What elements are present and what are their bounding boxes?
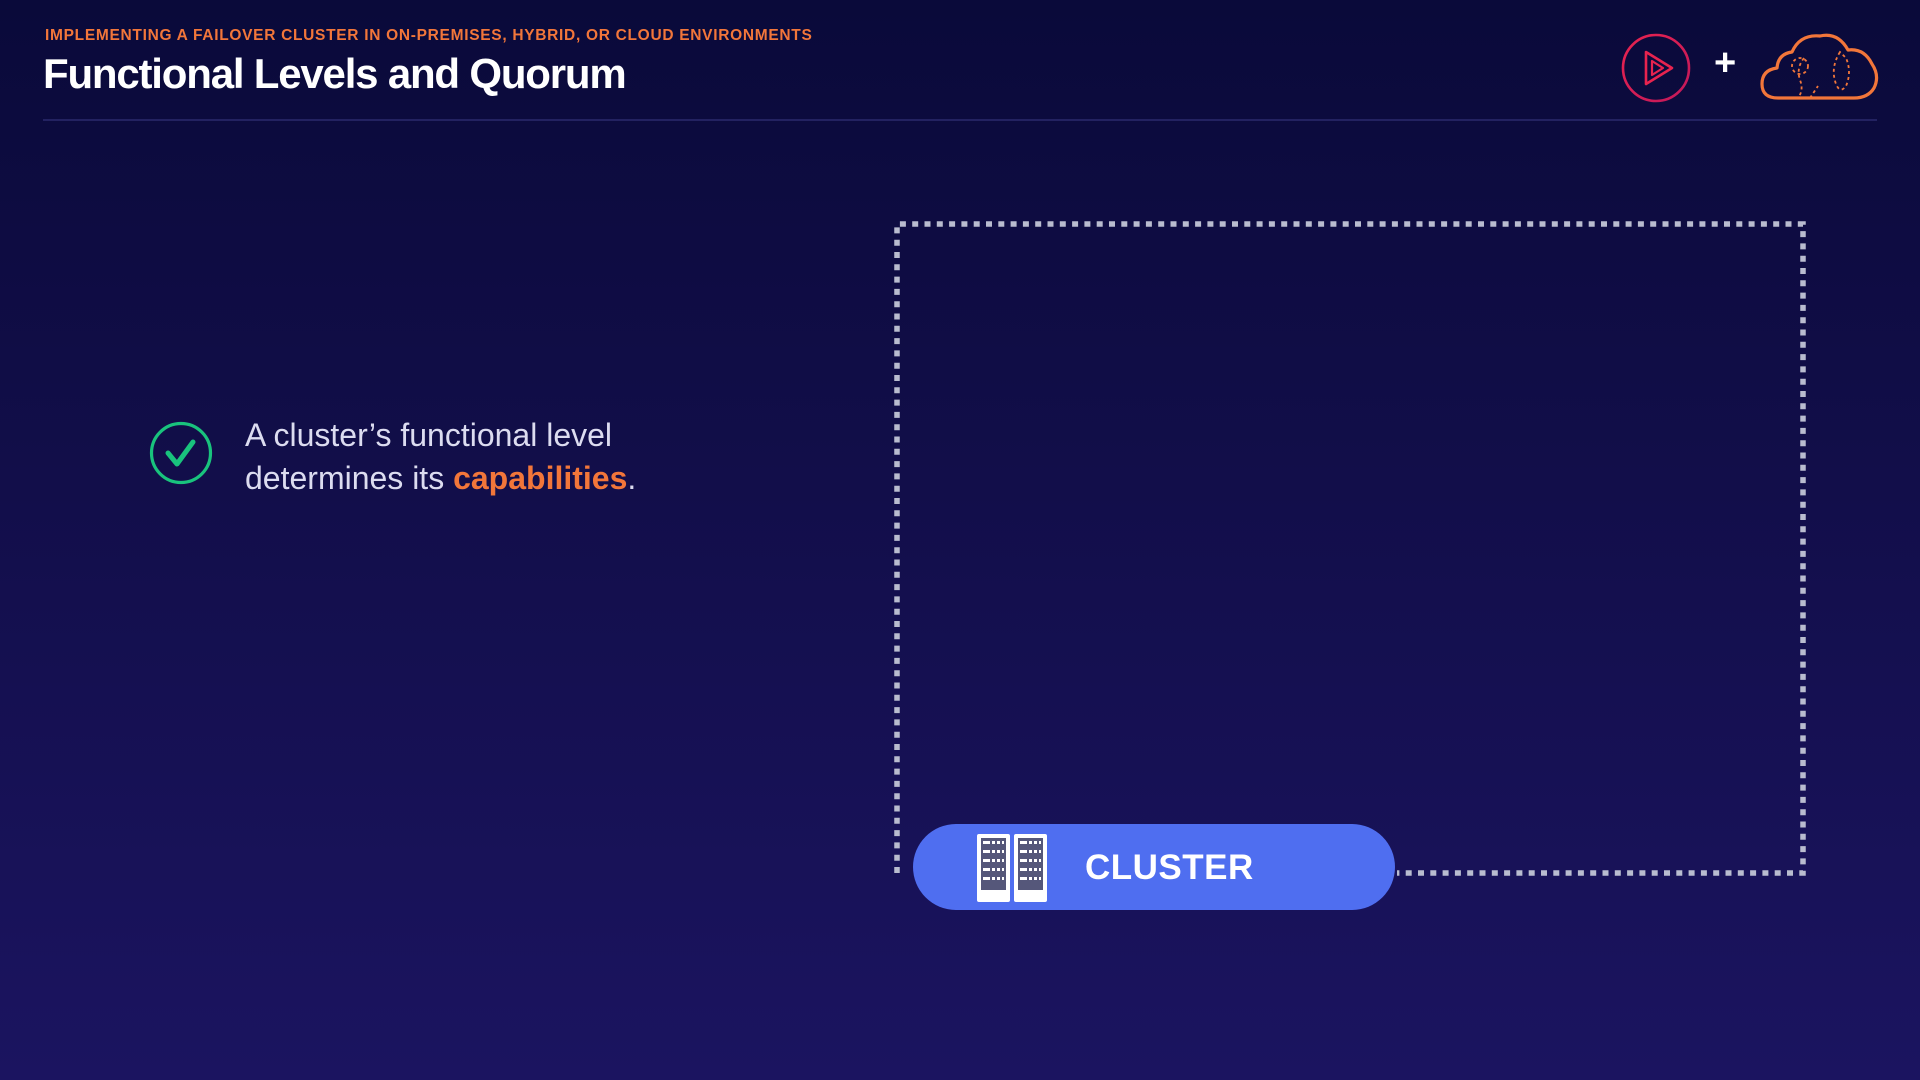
highlight-capabilities: capabilities xyxy=(453,460,628,496)
course-title: IMPLEMENTING A FAILOVER CLUSTER IN ON-PR… xyxy=(45,27,813,44)
header-divider xyxy=(43,119,1877,121)
play-logo-icon xyxy=(1621,33,1691,103)
bullet-point: A cluster’s functional level determines … xyxy=(148,414,708,504)
bullet-text: A cluster’s functional level determines … xyxy=(245,414,636,500)
bullet-line-2: determines its capabilities. xyxy=(245,457,636,500)
server-rack-icon xyxy=(977,834,1047,902)
cluster-badge: CLUSTER xyxy=(913,824,1395,910)
cloud-logo-icon xyxy=(1760,33,1879,100)
plus-sign: + xyxy=(1714,42,1737,84)
cluster-label: CLUSTER xyxy=(1085,848,1254,887)
brand-logos: + xyxy=(1620,28,1880,104)
slide-title: Functional Levels and Quorum xyxy=(43,50,627,97)
slide-header: IMPLEMENTING A FAILOVER CLUSTER IN ON-PR… xyxy=(43,26,1877,120)
bullet-line-2-suffix: . xyxy=(627,460,637,496)
cluster-boundary xyxy=(894,221,1806,876)
bullet-line-2-prefix: determines its xyxy=(245,460,454,496)
check-circle-icon xyxy=(149,421,213,485)
bullet-line-1: A cluster’s functional level xyxy=(245,417,613,453)
